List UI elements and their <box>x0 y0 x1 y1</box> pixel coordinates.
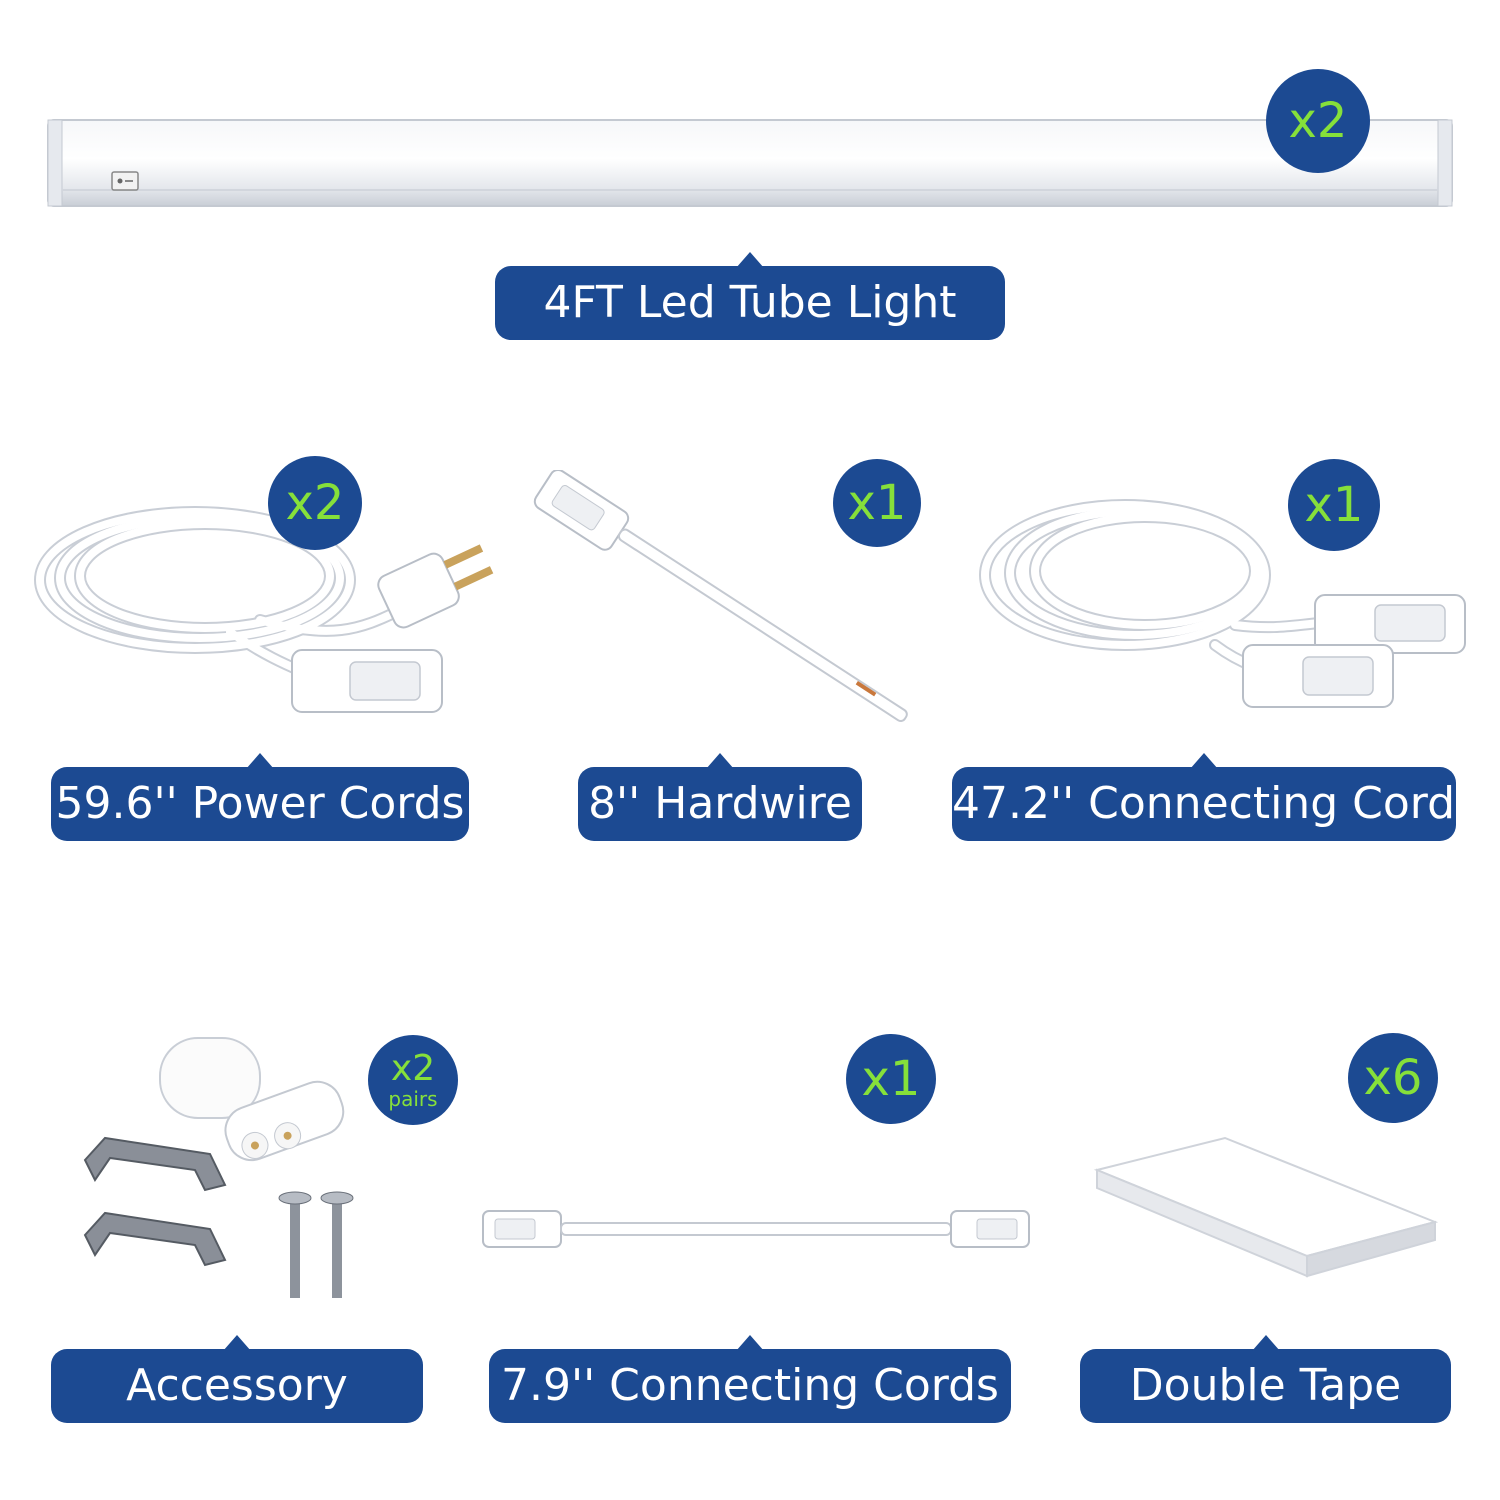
label-accessory: Accessory <box>51 1335 423 1423</box>
quantity-badge-connecting-cords: x1 <box>1288 459 1380 551</box>
quantity-badge-led-tube: x2 <box>1266 69 1370 173</box>
quantity-text: x1 <box>847 475 907 531</box>
label-hardwire: 8'' Hardwire <box>578 753 862 841</box>
label-power-cords: 59.6'' Power Cords <box>51 753 469 841</box>
quantity-badge-power-cords: x2 <box>268 456 362 550</box>
power-cord-icon <box>34 506 494 713</box>
label-connecting-cords-long: 47.2'' Connecting Cords <box>952 753 1478 841</box>
label-double-tape: Double Tape <box>1080 1335 1451 1423</box>
hardwire-icon <box>533 470 908 722</box>
quantity-text: x2 <box>1288 93 1348 149</box>
quantity-text: x2 <box>285 475 345 531</box>
quantity-badge-short-connecting-cords: x1 <box>846 1034 936 1124</box>
short-connecting-cord-icon <box>482 1210 1030 1248</box>
quantity-text: x1 <box>1304 477 1364 533</box>
quantity-subtext: pairs <box>388 1087 438 1111</box>
double-tape-icon <box>1093 1136 1439 1278</box>
label-connecting-cords-short: 7.9'' Connecting Cords <box>489 1335 1011 1423</box>
label-led-tube-light: 4FT Led Tube Light <box>495 252 1005 340</box>
accessory-kit-icon <box>83 1037 354 1298</box>
led-tube-light-icon <box>47 119 1453 207</box>
connecting-cord-icon <box>979 499 1466 708</box>
quantity-text: x2 <box>390 1048 436 1089</box>
quantity-badge-hardwire: x1 <box>833 459 921 547</box>
quantity-text: x1 <box>861 1051 921 1107</box>
quantity-badge-double-tape: x6 <box>1348 1033 1438 1123</box>
quantity-text: x6 <box>1363 1050 1423 1106</box>
quantity-badge-accessory: x2 pairs <box>368 1035 458 1125</box>
